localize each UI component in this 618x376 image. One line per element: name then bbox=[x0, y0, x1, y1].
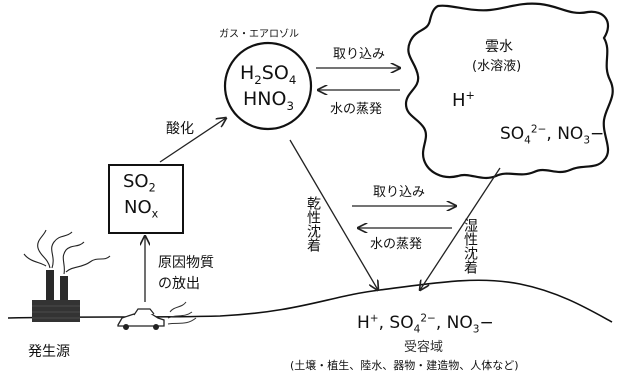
evaporation-top-label: 水の蒸発 bbox=[330, 102, 383, 117]
source-box-nox: NOx bbox=[124, 197, 159, 221]
receptor-ions: H+, SO42−, NO3− bbox=[357, 312, 494, 336]
acid-line1: H2SO4 bbox=[240, 62, 297, 87]
smoke-icon bbox=[23, 229, 111, 275]
oxidation-arrow bbox=[159, 118, 226, 163]
cloud-hplus: H+ bbox=[452, 89, 475, 111]
oxidation-label: 酸化 bbox=[166, 121, 194, 137]
cloud-title-line2: (水溶液) bbox=[472, 59, 522, 74]
exhaust-icon bbox=[167, 301, 197, 325]
evaporation-mid-label: 水の蒸発 bbox=[370, 237, 423, 252]
emission-label-line2: の放出 bbox=[158, 276, 200, 292]
receptor-examples: (土壌・植生、陸水、器物・建造物、人体など) bbox=[290, 359, 519, 372]
source-box-so2: SO2 bbox=[123, 171, 156, 195]
ground-line bbox=[7, 279, 613, 323]
factory-icon bbox=[32, 270, 80, 322]
aerosol-circle bbox=[223, 41, 313, 131]
uptake-mid-label: 取り込み bbox=[373, 185, 426, 200]
acid-line2: HNO3 bbox=[243, 88, 294, 113]
emission-label-line1: 原因物質 bbox=[158, 255, 214, 271]
car-icon bbox=[117, 308, 165, 330]
source-box bbox=[108, 164, 184, 234]
cloud-title-line1: 雲水 bbox=[485, 39, 513, 55]
cloud-shape bbox=[404, 2, 614, 180]
aerosol-label: ガス・エアロゾル bbox=[219, 29, 299, 40]
receptor-name: 受容域 bbox=[404, 340, 444, 355]
cloud-ions: SO42−, NO3− bbox=[500, 123, 605, 147]
wet-deposition-label: 湿性沈着 bbox=[462, 218, 478, 274]
wet-deposition-arrow bbox=[420, 167, 501, 290]
uptake-top-label: 取り込み bbox=[333, 47, 386, 62]
source-label: 発生源 bbox=[28, 344, 70, 360]
dry-deposition-label: 乾性沈着 bbox=[305, 196, 321, 252]
dry-deposition-arrow bbox=[289, 139, 378, 290]
